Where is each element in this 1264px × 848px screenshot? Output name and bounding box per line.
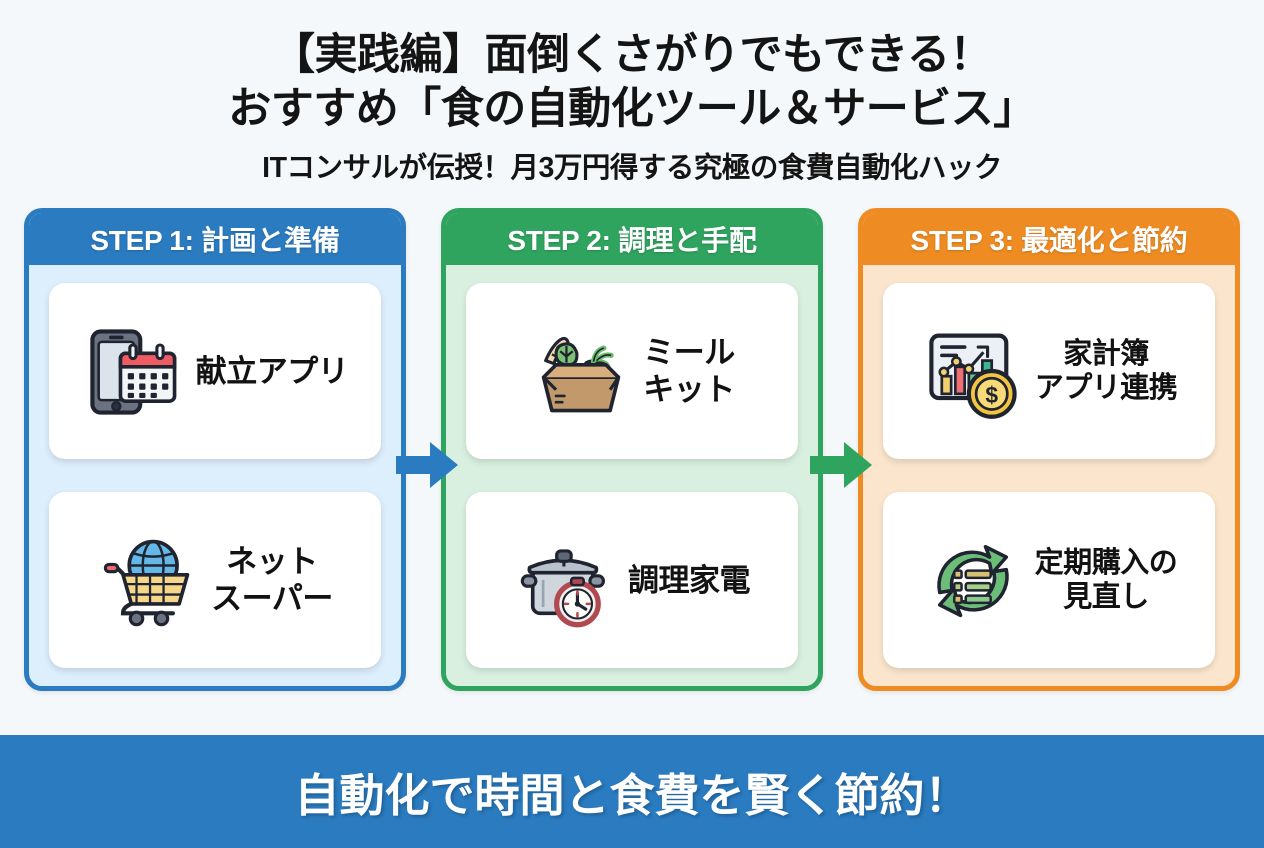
step-header-2: STEP 2: 調理と手配 — [446, 213, 818, 266]
footer-banner: 自動化で時間と食費を賢く節約！ — [0, 735, 1264, 848]
card-meal-kit[interactable]: ミール キット — [466, 283, 798, 460]
card-label-subscription-review: 定期購入の 見直し — [1034, 546, 1178, 614]
header: 【実践編】面倒くさがりでもできる！ おすすめ「食の自動化ツール＆サービス」 IT… — [0, 0, 1264, 186]
smartphone-calendar-icon — [82, 319, 186, 423]
step-column-1: STEP 1: 計画と準備 — [24, 208, 406, 692]
card-label-budget-app-link: 家計簿 アプリ連携 — [1034, 337, 1178, 405]
card-label-cooking-appliance: 調理家電 — [628, 562, 751, 598]
svg-text:$: $ — [985, 383, 998, 409]
chart-coin-icon: $ — [921, 319, 1025, 423]
card-label-net-super: ネット スーパー — [211, 544, 333, 617]
step-body-2: ミール キット — [446, 265, 818, 686]
step-column-2: STEP 2: 調理と手配 — [441, 208, 823, 692]
card-net-super[interactable]: ネット スーパー — [49, 492, 381, 669]
footer-text: 自動化で時間と食費を賢く節約！ — [294, 770, 970, 821]
vegetable-box-icon — [529, 319, 633, 423]
card-label-menu-app: 献立アプリ — [195, 353, 349, 389]
subtitle: ITコンサルが伝授！月3万円得する究極の食費自動化ハック — [262, 152, 1002, 185]
title-line-2: おすすめ「食の自動化ツール＆サービス」 — [228, 85, 1036, 134]
card-subscription-review[interactable]: 定期購入の 見直し — [883, 492, 1215, 669]
shopping-cart-globe-icon — [97, 528, 201, 632]
arrow-step1-to-step2 — [396, 439, 458, 491]
step-header-1: STEP 1: 計画と準備 — [29, 213, 401, 266]
steps-container: STEP 1: 計画と準備 — [0, 186, 1264, 721]
step-header-3: STEP 3: 最適化と節約 — [863, 213, 1235, 266]
card-label-meal-kit: ミール キット — [643, 335, 735, 408]
card-cooking-appliance[interactable]: 調理家電 — [466, 492, 798, 669]
card-budget-app-link[interactable]: $ 家計簿 アプリ連携 — [883, 283, 1215, 460]
step-column-3: STEP 3: 最適化と節約 — [858, 208, 1240, 692]
title-line-1: 【実践編】面倒くさがりでもできる！ — [272, 31, 992, 79]
recycle-list-icon — [921, 528, 1025, 632]
pot-timer-icon — [514, 528, 618, 632]
step-body-3: $ 家計簿 アプリ連携 — [863, 265, 1235, 686]
step-body-1: 献立アプリ — [29, 265, 401, 686]
arrow-step2-to-step3 — [810, 439, 872, 491]
card-menu-app[interactable]: 献立アプリ — [49, 283, 381, 460]
